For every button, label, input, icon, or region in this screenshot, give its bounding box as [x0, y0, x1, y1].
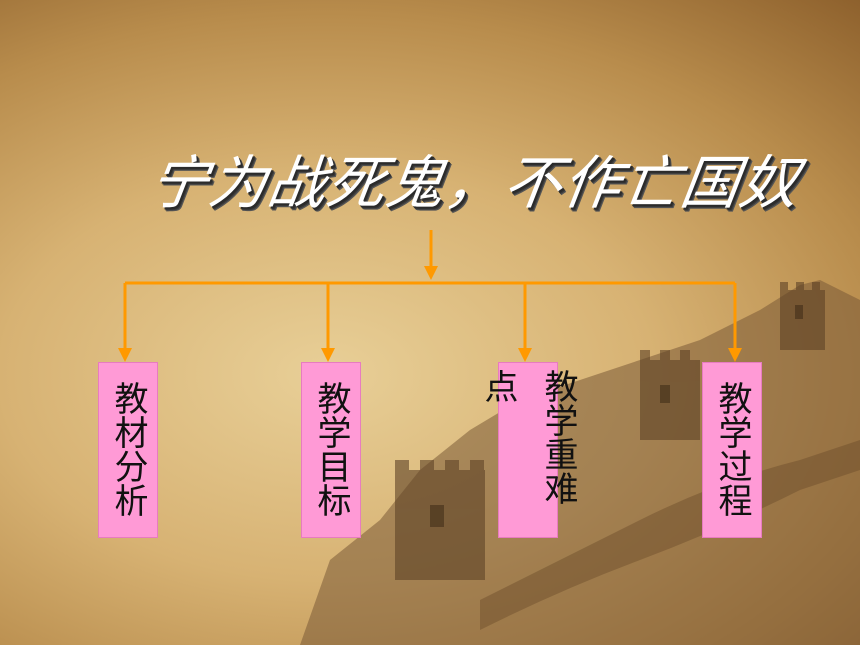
branch-box-4: 教学过程 [702, 362, 762, 538]
arrowhead-1 [118, 348, 132, 362]
branch-box-3: 教学重难点 [478, 362, 578, 538]
branch-box-1: 教材分析 [98, 362, 158, 538]
arrowhead-4 [728, 348, 742, 362]
arrowhead-stem [424, 266, 438, 280]
arrowhead-2 [321, 348, 335, 362]
branch-box-2: 教学目标 [301, 362, 361, 538]
arrowhead-3 [518, 348, 532, 362]
